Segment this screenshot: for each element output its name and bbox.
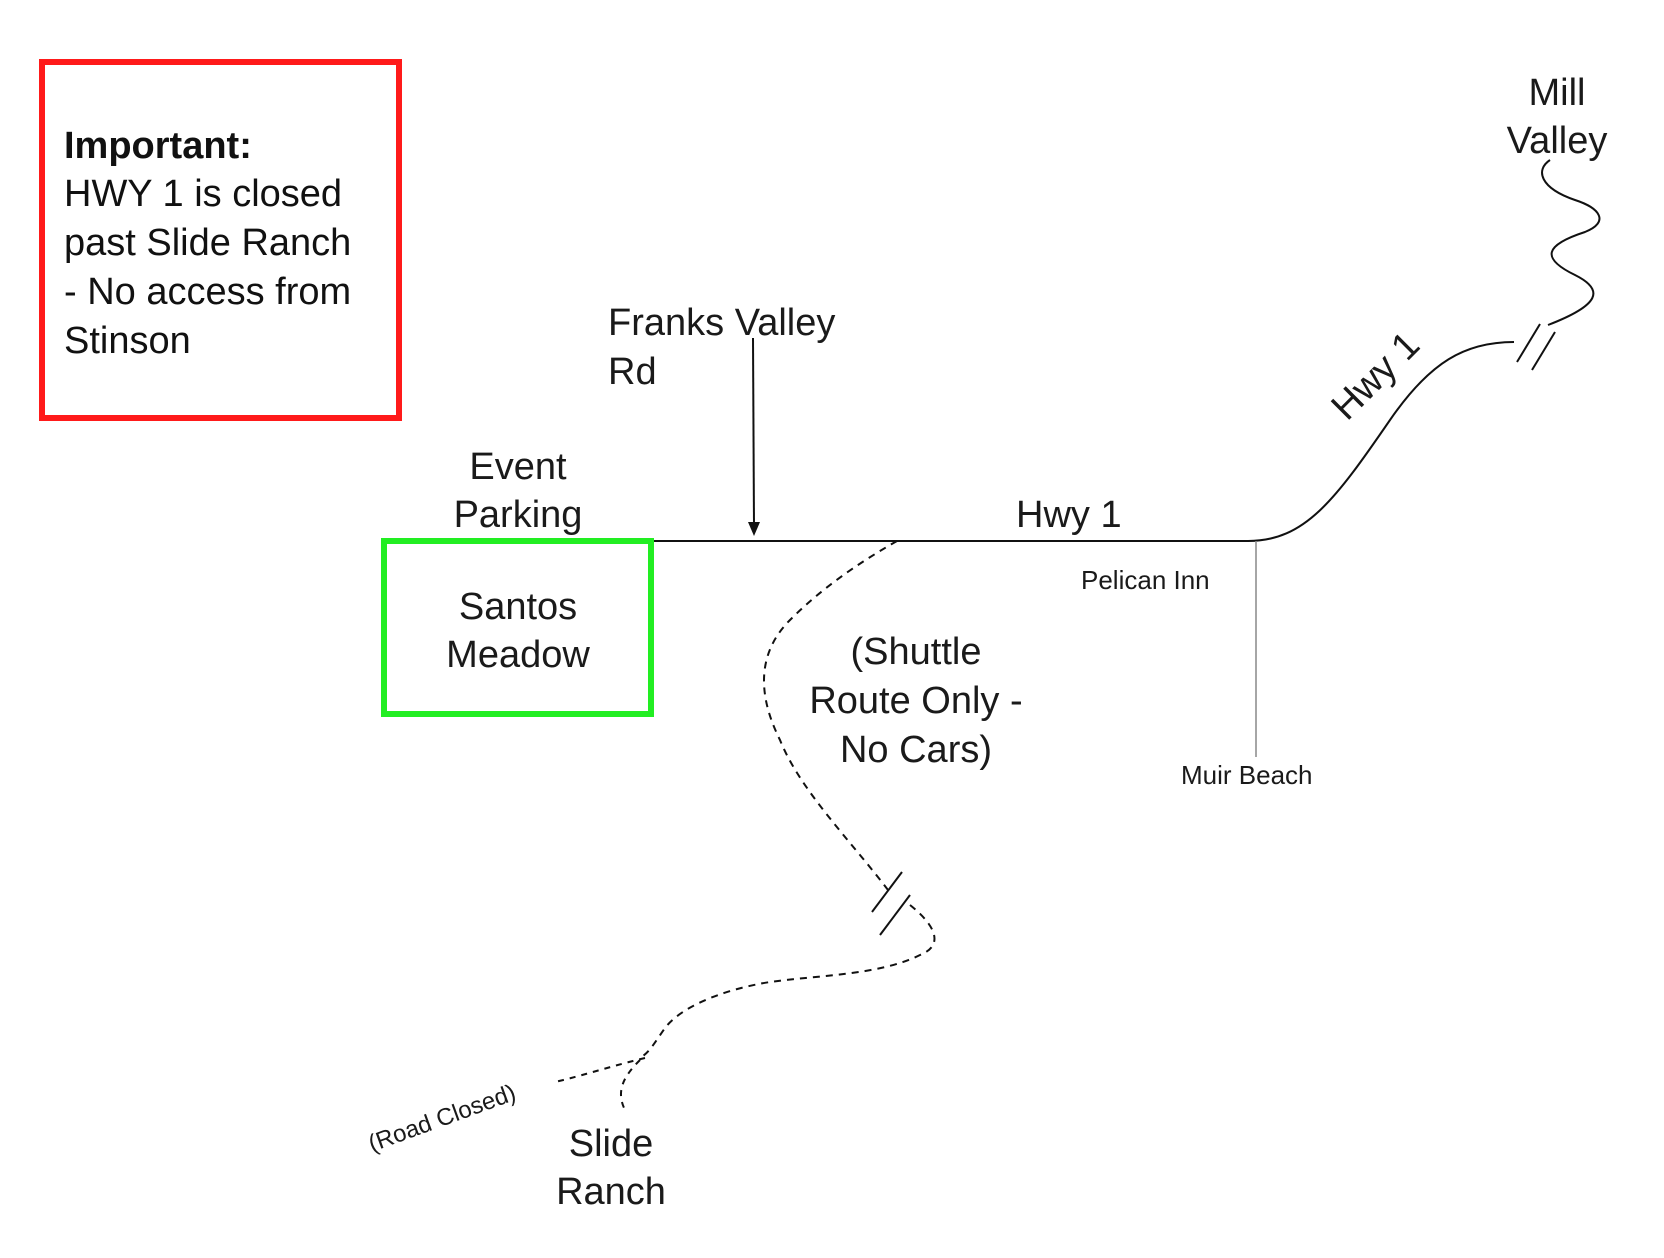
mill-valley-road <box>1541 159 1601 326</box>
notice-line-1: HWY 1 is closed <box>64 173 342 215</box>
event-parking-label-1: Event <box>469 446 567 488</box>
event-parking-box: Santos Meadow <box>381 538 654 717</box>
slide-ranch-label-2: Ranch <box>556 1171 666 1213</box>
notice-line-4: Stinson <box>64 320 191 362</box>
santos-meadow-line-1: Santos <box>459 586 577 628</box>
shuttle-route-label-2: Route Only - <box>809 680 1022 722</box>
slide-ranch-spur <box>620 1059 641 1111</box>
franks-valley-label-1: Franks Valley <box>608 302 835 344</box>
road-closed-label: (Road Closed) <box>365 1079 520 1157</box>
event-parking-label-2: Parking <box>454 494 583 536</box>
hwy1-curve-label: Hwy 1 <box>1324 324 1428 428</box>
hwy1-road <box>652 341 1515 542</box>
mill-valley-label-1: Mill <box>1529 72 1586 114</box>
closed-road-path <box>639 904 936 1059</box>
shuttle-break-marks <box>871 871 911 936</box>
event-parking-border <box>381 538 654 717</box>
franks-valley-label-2: Rd <box>608 351 657 393</box>
hwy1-break-marks <box>1516 323 1556 371</box>
muir-beach-label: Muir Beach <box>1181 760 1313 790</box>
mill-valley-label-2: Valley <box>1507 120 1608 162</box>
shuttle-route-label-1: (Shuttle <box>851 631 982 673</box>
pelican-inn-label: Pelican Inn <box>1081 565 1210 595</box>
notice-heading: Important: <box>64 125 252 167</box>
santos-meadow-line-2: Meadow <box>446 634 590 676</box>
franks-valley-arrow <box>748 337 760 536</box>
slide-ranch-label-1: Slide <box>569 1123 654 1165</box>
notice-border <box>39 59 402 421</box>
hwy1-straight-label: Hwy 1 <box>1016 494 1122 536</box>
notice-line-3: - No access from <box>64 271 351 313</box>
shuttle-route-label-3: No Cars) <box>840 729 992 771</box>
closure-notice: Important: HWY 1 is closed past Slide Ra… <box>39 59 402 421</box>
notice-line-2: past Slide Ranch <box>64 222 351 264</box>
